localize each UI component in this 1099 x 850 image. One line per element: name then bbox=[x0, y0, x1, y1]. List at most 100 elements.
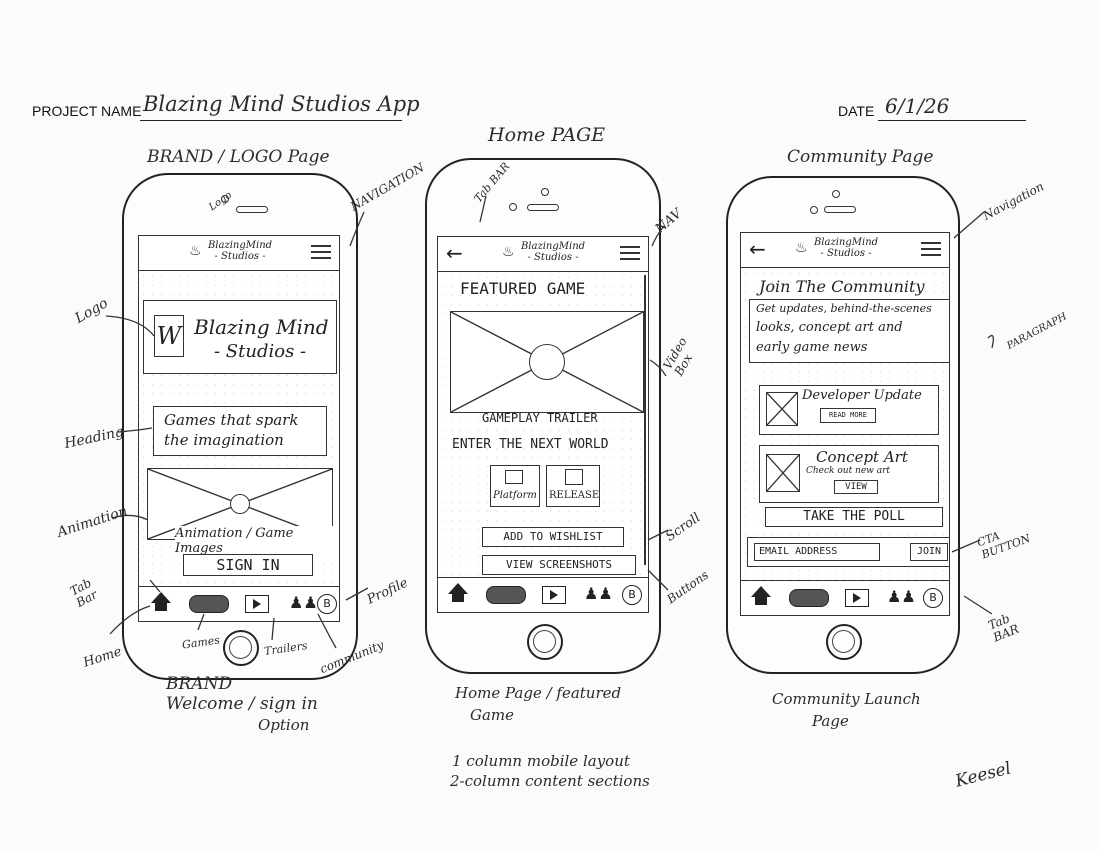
paragraph-line-2: looks, concept art and bbox=[756, 320, 903, 335]
join-button[interactable]: JOIN bbox=[910, 543, 948, 561]
concept-art-card[interactable]: Concept Art Check out new art VIEW bbox=[759, 445, 939, 503]
video-box[interactable] bbox=[450, 311, 644, 413]
add-to-wishlist-button[interactable]: ADD TO WISHLIST bbox=[482, 527, 624, 547]
scroll-bar[interactable] bbox=[644, 275, 646, 565]
trailers-tab-icon[interactable] bbox=[245, 595, 269, 613]
view-screenshots-button[interactable]: VIEW SCREENSHOTS bbox=[482, 555, 636, 575]
home-caption-1: Home Page / featured bbox=[455, 684, 622, 702]
play-button-icon[interactable] bbox=[529, 344, 565, 380]
join-community-heading: Join The Community bbox=[759, 277, 925, 296]
home-tab-icon[interactable] bbox=[448, 583, 468, 602]
community-tab-icon[interactable]: ♟♟ bbox=[887, 587, 916, 606]
brand-caption-1: BRAND bbox=[166, 674, 233, 694]
profile-tab-icon[interactable]: B bbox=[317, 594, 337, 614]
calendar-icon bbox=[565, 469, 583, 485]
community-tab-bar: ♟♟ B bbox=[741, 580, 949, 615]
paragraph-line-3: early game news bbox=[756, 340, 868, 355]
logo-mark-icon: W bbox=[154, 315, 184, 357]
trailers-tab-icon[interactable] bbox=[845, 589, 869, 607]
platform-label: Platform bbox=[493, 490, 537, 501]
back-arrow-icon[interactable]: ← bbox=[749, 237, 766, 261]
flag-icon bbox=[505, 470, 523, 484]
paragraph-line-1: Get updates, behind-the-scenes bbox=[756, 302, 932, 315]
nav-brand-sub: - Studios - bbox=[527, 252, 579, 263]
community-nav-bar: ← ♨ BlazingMind - Studios - bbox=[741, 233, 949, 268]
paragraph-box: Get updates, behind-the-scenes looks, co… bbox=[749, 299, 949, 363]
community-screen: ← ♨ BlazingMind - Studios - Join The Com… bbox=[740, 232, 950, 616]
home-tab-bar: ♟♟ B bbox=[438, 577, 648, 612]
email-row: EMAIL ADDRESS JOIN bbox=[747, 537, 949, 567]
layout-note-2: 2-column content sections bbox=[450, 772, 650, 790]
hamburger-menu-icon[interactable] bbox=[620, 246, 640, 260]
logo-text-line-2: - Studios - bbox=[214, 341, 307, 362]
games-tab-icon[interactable] bbox=[789, 589, 829, 607]
play-icon bbox=[230, 494, 250, 514]
device-home-button bbox=[223, 630, 259, 666]
heading-line-2: the imagination bbox=[164, 431, 284, 449]
profile-tab-icon[interactable]: B bbox=[622, 585, 642, 605]
developer-update-card[interactable]: Developer Update READ MORE bbox=[759, 385, 939, 435]
date-label: DATE bbox=[838, 103, 875, 119]
logo-box: W Blazing Mind - Studios - bbox=[143, 300, 337, 374]
home-phone: ← ♨ BlazingMind - Studios - FEATURED GAM… bbox=[425, 158, 661, 674]
community-screen-title: Community Page bbox=[787, 147, 934, 167]
animation-label: Animation / Game Images bbox=[175, 526, 339, 556]
community-caption-1: Community Launch bbox=[772, 690, 921, 708]
platform-card[interactable]: Platform bbox=[490, 465, 540, 507]
flame-logo-icon: ♨ bbox=[189, 243, 202, 259]
community-tab-icon[interactable]: ♟♟ bbox=[584, 584, 613, 603]
date-value: 6/1/26 bbox=[885, 94, 950, 118]
home-screen: ← ♨ BlazingMind - Studios - FEATURED GAM… bbox=[437, 236, 649, 613]
flame-logo-icon: ♨ bbox=[502, 244, 515, 260]
profile-tab-icon[interactable]: B bbox=[923, 588, 943, 608]
layout-note-1: 1 column mobile layout bbox=[452, 752, 630, 770]
next-world-heading: ENTER THE NEXT WORLD bbox=[452, 437, 609, 452]
brand-screen-title: BRAND / LOGO Page bbox=[147, 147, 330, 167]
email-address-input[interactable]: EMAIL ADDRESS bbox=[754, 543, 880, 561]
sign-in-button[interactable]: SIGN IN bbox=[183, 554, 313, 576]
project-label: PROJECT NAME bbox=[32, 103, 142, 119]
nav-brand-name: BlazingMind bbox=[520, 241, 586, 252]
nav-brand-sub: - Studios - bbox=[214, 251, 266, 262]
project-name: Blazing Mind Studios App bbox=[143, 92, 420, 116]
brand-caption-2: Welcome / sign in bbox=[166, 694, 318, 714]
trailers-tab-icon[interactable] bbox=[542, 586, 566, 604]
home-nav-bar: ← ♨ BlazingMind - Studios - bbox=[438, 237, 648, 272]
community-tab-icon[interactable]: ♟♟ bbox=[289, 593, 318, 612]
brand-phone: ♨ BlazingMind - Studios - W Blazing Mind… bbox=[122, 173, 358, 680]
nav-brand-name: BlazingMind bbox=[813, 237, 879, 248]
view-button[interactable]: VIEW bbox=[834, 480, 878, 494]
nav-brand-sub: - Studios - bbox=[820, 248, 872, 259]
release-card[interactable]: RELEASE bbox=[546, 465, 600, 507]
featured-game-heading: FEATURED GAME bbox=[460, 279, 586, 298]
heading-line-1: Games that spark bbox=[164, 411, 299, 429]
games-tab-icon[interactable] bbox=[189, 595, 229, 613]
community-caption-2: Page bbox=[812, 712, 849, 730]
developer-update-image bbox=[766, 392, 798, 426]
home-caption-2: Game bbox=[470, 706, 515, 724]
take-the-poll-button[interactable]: TAKE THE POLL bbox=[765, 507, 943, 527]
home-tab-icon[interactable] bbox=[151, 592, 171, 611]
brand-tab-bar: ♟♟ B bbox=[139, 586, 339, 621]
brand-caption-3: Option bbox=[258, 716, 310, 734]
device-home-button bbox=[826, 624, 862, 660]
gameplay-trailer-label: GAMEPLAY TRAILER bbox=[482, 411, 598, 425]
home-tab-icon[interactable] bbox=[751, 586, 771, 605]
brand-screen: ♨ BlazingMind - Studios - W Blazing Mind… bbox=[138, 235, 340, 622]
device-home-button bbox=[527, 624, 563, 660]
heading-box: Games that spark the imagination bbox=[153, 406, 327, 456]
games-tab-icon[interactable] bbox=[486, 586, 526, 604]
community-phone: ← ♨ BlazingMind - Studios - Join The Com… bbox=[726, 176, 960, 674]
brand-nav-bar: ♨ BlazingMind - Studios - bbox=[139, 236, 339, 271]
read-more-button[interactable]: READ MORE bbox=[820, 408, 876, 423]
nav-brand-name: BlazingMind bbox=[207, 240, 273, 251]
concept-art-image bbox=[766, 454, 800, 492]
logo-text-line-1: Blazing Mind bbox=[194, 315, 329, 339]
hamburger-menu-icon[interactable] bbox=[311, 245, 331, 259]
concept-art-subtitle: Check out new art bbox=[806, 466, 891, 476]
developer-update-title: Developer Update bbox=[802, 388, 922, 403]
back-arrow-icon[interactable]: ← bbox=[446, 241, 463, 265]
hamburger-menu-icon[interactable] bbox=[921, 242, 941, 256]
home-screen-title: Home PAGE bbox=[488, 124, 606, 146]
